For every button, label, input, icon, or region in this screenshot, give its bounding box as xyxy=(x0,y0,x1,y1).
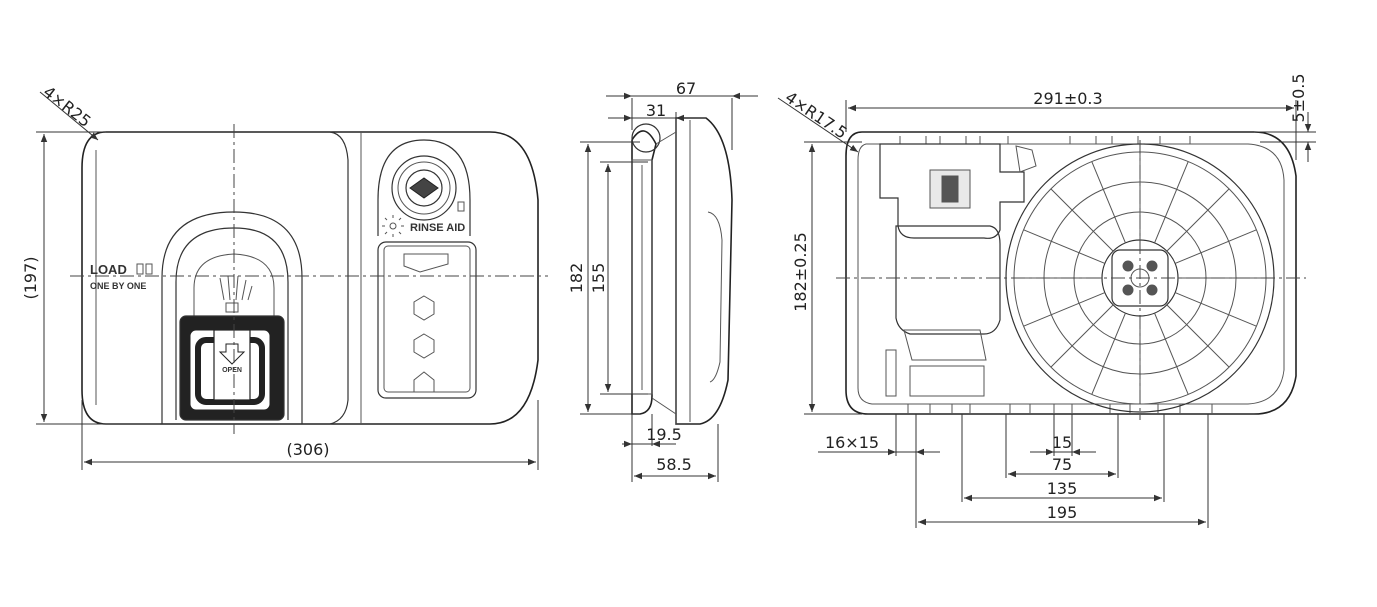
detergent-compartment xyxy=(377,241,477,399)
front-width-label: (306) xyxy=(286,440,329,459)
rinse-indicator-icon xyxy=(457,201,465,212)
ext-line xyxy=(804,141,862,415)
one-by-one-text: ONE BY ONE xyxy=(90,281,146,291)
ext-line xyxy=(600,161,648,395)
drum-spoke xyxy=(1154,161,1189,244)
side-body-depth-label: 58.5 xyxy=(656,455,692,474)
rear-connector xyxy=(1015,145,1037,173)
drum-spoke xyxy=(1174,292,1257,327)
side-height-label: 182 xyxy=(567,263,586,294)
front-radius-label: 4×R25 xyxy=(40,82,95,131)
drum-spoke xyxy=(1166,188,1230,252)
drum-spoke xyxy=(1023,229,1106,264)
compartment-latch xyxy=(403,253,449,273)
ext-line xyxy=(845,100,1297,160)
ext-line xyxy=(1005,414,1119,478)
drum-spoke xyxy=(1166,304,1230,368)
ext-line xyxy=(961,414,1165,502)
open-arrow-icon xyxy=(218,343,246,365)
drum-spoke xyxy=(1050,188,1114,252)
lock-glyph-icon xyxy=(225,302,239,313)
rear-width-label: 291±0.3 xyxy=(1033,89,1102,108)
ext-line xyxy=(81,400,539,470)
rear-left-mechanism xyxy=(879,143,1025,239)
side-flange-label: 19.5 xyxy=(646,425,682,444)
rear-top-ribs xyxy=(899,136,1191,144)
rinse-aid-cap-knob xyxy=(409,177,439,199)
sun-glyph-icon xyxy=(382,215,404,237)
hexagon-hole-icon xyxy=(413,333,435,359)
drum-spoke xyxy=(1050,304,1114,368)
open-text: OPEN xyxy=(222,367,242,374)
rinse-aid-text: RINSE AID xyxy=(410,222,465,234)
spray-glyph-icon xyxy=(219,275,253,301)
side-flange xyxy=(631,130,657,415)
hexagon-hole-icon xyxy=(413,295,435,321)
rear-top-offset-label: 5±0.5 xyxy=(1289,73,1308,122)
rear-dim-195-label: 195 xyxy=(1047,503,1078,522)
ext-line xyxy=(895,414,917,528)
side-depth-label: 67 xyxy=(676,79,696,98)
front-view: OPEN LOAD ONE BY ONE RINSE AID (197 xyxy=(21,82,548,470)
side-inner-height-label: 155 xyxy=(589,263,608,294)
rear-dim-15-label: 15 xyxy=(1052,433,1072,452)
rear-body-outline xyxy=(845,131,1297,415)
rear-radius-leader xyxy=(777,97,859,153)
rear-height-label: 182±0.25 xyxy=(791,232,810,312)
rear-radius-label: 4×R17.5 xyxy=(782,88,851,143)
rinse-aid-housing xyxy=(377,139,471,236)
front-panel-separator xyxy=(329,131,349,425)
drum-spoke xyxy=(1154,312,1189,395)
drum-spoke xyxy=(1023,292,1106,327)
rear-view: 291±0.3 5±0.5 182±0.25 4×R17.5 16×15 15 … xyxy=(777,73,1316,528)
side-body xyxy=(675,117,733,425)
ext-line xyxy=(580,141,640,415)
front-body-outline xyxy=(81,131,539,425)
load-text: LOAD xyxy=(90,262,127,277)
radius-leader xyxy=(39,91,99,141)
drum-spoke xyxy=(1091,161,1126,244)
drum-spoke xyxy=(1091,312,1126,395)
load-indicator-icon xyxy=(145,263,153,275)
rear-dim-135-label: 135 xyxy=(1047,479,1078,498)
side-front-depth-label: 31 xyxy=(646,101,666,120)
hexagon-hole-partial-icon xyxy=(413,371,435,392)
rinse-aid-cap-outer xyxy=(391,155,457,221)
rear-dim-75-label: 75 xyxy=(1052,455,1072,474)
rear-bracket xyxy=(909,365,985,397)
drum-spoke xyxy=(1174,229,1257,264)
side-view: 67 31 182 155 19.5 58.5 xyxy=(567,79,758,482)
front-height-label: (197) xyxy=(21,256,40,299)
ext-line xyxy=(631,414,719,482)
side-mount-boss xyxy=(631,123,661,153)
rear-slot-label: 16×15 xyxy=(825,433,879,452)
rear-pump-housing xyxy=(895,225,1001,335)
load-indicator-icon xyxy=(136,263,144,275)
